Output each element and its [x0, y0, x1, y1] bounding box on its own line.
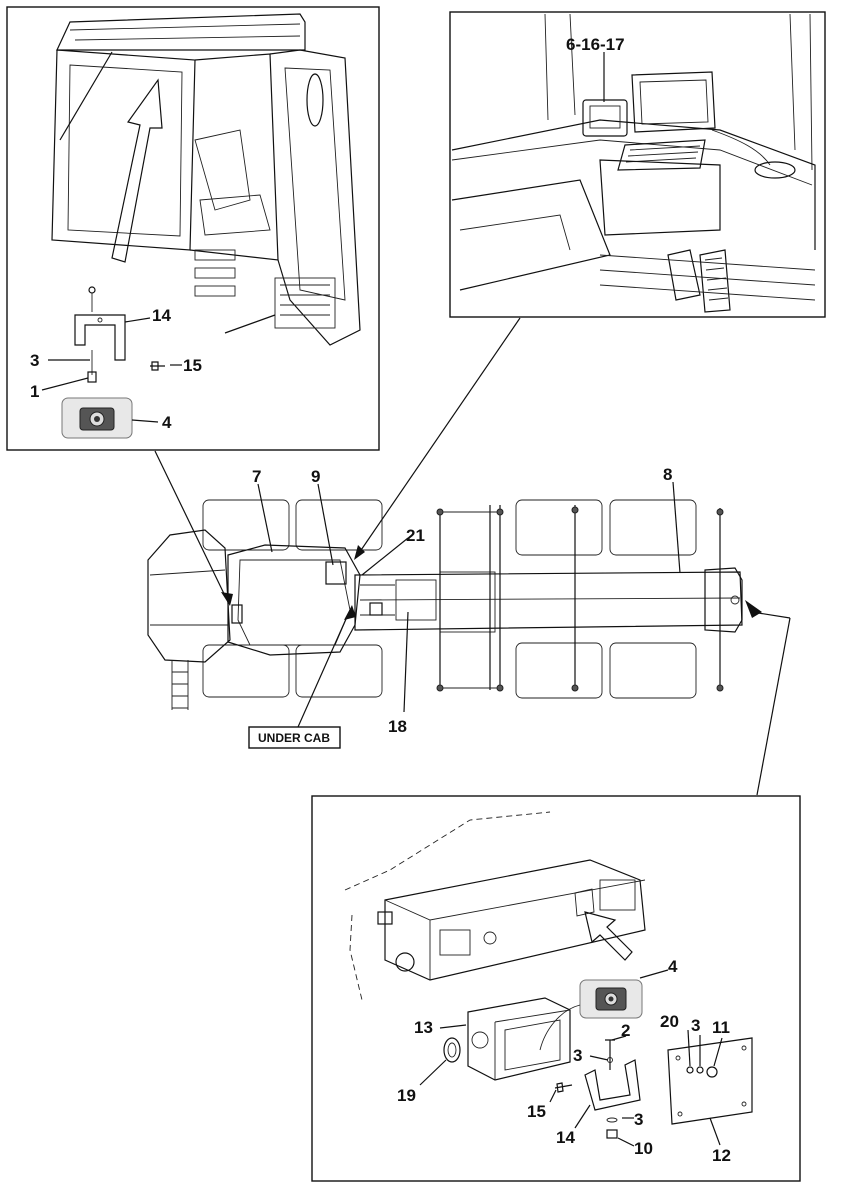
under-cab-box — [248, 726, 341, 749]
rear-inset: 4 13 2 20 3 11 3 19 15 14 3 10 12 — [311, 795, 801, 1182]
leader-r19 — [419, 1059, 447, 1086]
leader-1 — [41, 377, 89, 391]
leader-r11 — [713, 1037, 723, 1067]
housing-part — [467, 997, 571, 1081]
label-r13: 13 — [414, 1018, 433, 1037]
cab-inset-frame — [6, 6, 380, 451]
label-1: 1 — [30, 382, 39, 401]
seal-part — [443, 1037, 461, 1063]
label-8: 8 — [663, 465, 672, 484]
rear-inset-frame — [311, 795, 801, 1182]
bolt-part — [150, 361, 165, 371]
label-4: 4 — [162, 413, 172, 432]
label-r3c: 3 — [634, 1110, 643, 1129]
label-r3b: 3 — [573, 1046, 582, 1065]
outriggers — [436, 505, 724, 692]
label-r19: 19 — [397, 1086, 416, 1105]
console-inset: 6-16-17 — [449, 11, 826, 318]
leader-18 — [403, 611, 409, 713]
bracket-part — [74, 286, 126, 361]
chassis-view: 7 9 8 21 18 UNDER CAB — [147, 317, 791, 796]
front-frame — [147, 529, 361, 710]
leader-r3b — [589, 1055, 609, 1061]
label-r10: 10 — [634, 1139, 653, 1158]
label-r2: 2 — [621, 1021, 630, 1040]
leader-9 — [317, 483, 334, 566]
label-7: 7 — [252, 467, 261, 486]
label-r20: 20 — [660, 1012, 679, 1031]
connector-cab — [154, 450, 229, 603]
leader-r14 — [574, 1104, 591, 1129]
label-6-16-17: 6-16-17 — [566, 35, 625, 54]
leader-r15 — [549, 1089, 557, 1103]
connector-console — [356, 317, 521, 557]
label-r4: 4 — [668, 957, 678, 976]
label-3: 3 — [30, 351, 39, 370]
rear-bracket-part — [584, 1059, 641, 1111]
camera-part — [61, 397, 133, 439]
boom-frame — [354, 567, 743, 633]
cab-inset: 14 3 15 1 4 — [6, 6, 380, 451]
console-illustration — [451, 13, 816, 313]
plate-part — [667, 1037, 753, 1125]
label-9: 9 — [311, 467, 320, 486]
label-21: 21 — [406, 526, 425, 545]
label-r14: 14 — [556, 1128, 575, 1147]
leader-7 — [257, 483, 273, 553]
leader-r13 — [439, 1024, 467, 1029]
cab-illustration — [51, 13, 361, 346]
leader-r2 — [611, 1035, 627, 1041]
leader-4 — [131, 419, 159, 423]
label-18: 18 — [388, 717, 407, 736]
rear-camera-part — [539, 979, 643, 1051]
leader-14 — [124, 317, 151, 323]
leader-r10 — [617, 1137, 635, 1147]
label-r11: 11 — [712, 1018, 730, 1037]
label-r3a: 3 — [691, 1016, 700, 1035]
label-r12: 12 — [712, 1146, 731, 1165]
rear-washer-nut-part — [606, 1117, 618, 1139]
label-14: 14 — [152, 306, 171, 325]
connector-rear — [756, 617, 791, 796]
console-inset-frame — [449, 11, 826, 318]
leader-8 — [672, 481, 681, 574]
label-15: 15 — [183, 356, 202, 375]
rear-frame-illustration — [344, 811, 646, 1001]
label-r15: 15 — [527, 1102, 546, 1121]
leader-21 — [361, 537, 409, 576]
leader-r4 — [639, 969, 669, 979]
leader-under-cab — [297, 609, 351, 728]
label-under-cab: UNDER CAB — [258, 731, 330, 745]
washer-nut-part — [87, 350, 97, 383]
leader-r20 — [687, 1029, 691, 1067]
leader-r12 — [709, 1117, 721, 1146]
rear-bolt-15-part — [554, 1082, 573, 1093]
